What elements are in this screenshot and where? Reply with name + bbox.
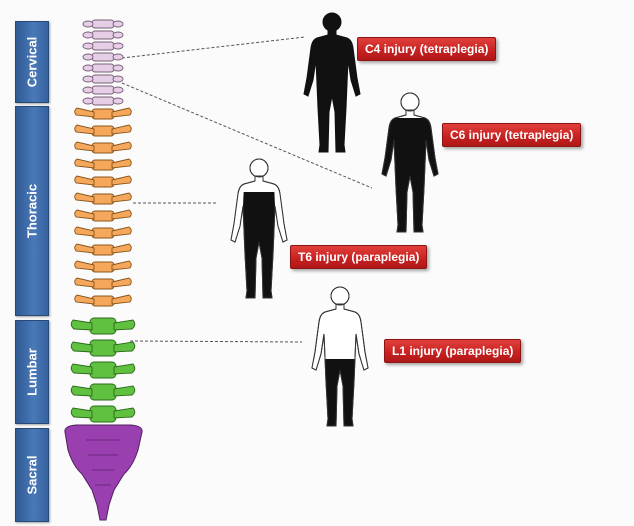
region-tab-thoracic: Thoracic (15, 106, 49, 316)
region-label-cervical: Cervical (25, 37, 40, 88)
spine-sacral (65, 425, 142, 520)
injury-badge-c4: C4 injury (tetraplegia) (357, 37, 496, 61)
spine-lumbar (71, 318, 135, 422)
leader-line-l1 (130, 341, 302, 342)
spine-thoracic (75, 108, 132, 306)
figure-c4 (304, 13, 360, 152)
region-label-lumbar: Lumbar (25, 348, 40, 396)
region-label-thoracic: Thoracic (25, 184, 40, 238)
region-tab-lumbar: Lumbar (15, 320, 49, 424)
spine-cervical (83, 20, 123, 105)
region-tab-cervical: Cervical (15, 21, 49, 103)
injury-badge-c6: C6 injury (tetraplegia) (442, 123, 581, 147)
figure-c6 (382, 93, 438, 232)
injury-badge-l1: L1 injury (paraplegia) (384, 339, 521, 363)
region-tab-sacral: Sacral (15, 428, 49, 522)
leader-line-c4 (122, 37, 305, 58)
injury-badge-t6: T6 injury (paraplegia) (290, 245, 427, 269)
figure-l1 (312, 287, 368, 426)
figure-t6 (231, 159, 287, 298)
region-label-sacral: Sacral (25, 455, 40, 494)
